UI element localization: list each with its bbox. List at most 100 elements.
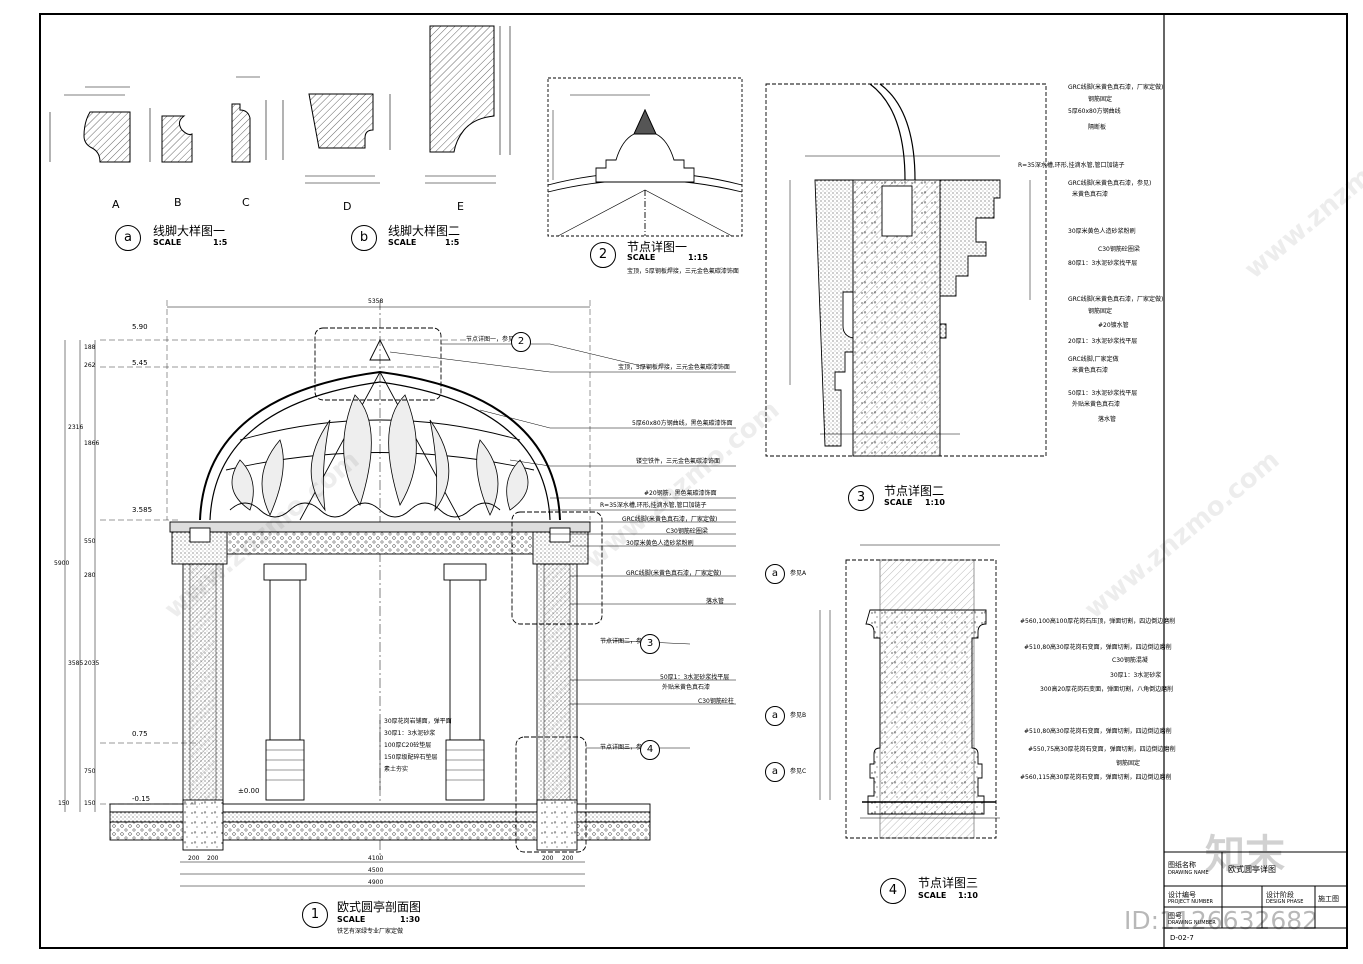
drawing-no: D-02-7 bbox=[1170, 934, 1194, 942]
scale-label: SCALE bbox=[884, 498, 913, 507]
node2-title: 节点详图二 bbox=[884, 484, 945, 498]
note: 镂空铁件，三元金色氟碳漆饰面 bbox=[636, 458, 721, 465]
node2-drawing bbox=[765, 83, 1047, 457]
detail-marker-a: a bbox=[115, 225, 141, 251]
dim-label: 262 bbox=[84, 362, 96, 369]
note: #20钢筋，黑色氟碳漆饰面 bbox=[644, 490, 717, 497]
drawing-no-label: 图号 bbox=[1168, 912, 1182, 920]
dim-label: 150 bbox=[58, 800, 70, 807]
note: C30钢筋混凝 bbox=[1112, 657, 1148, 664]
ref-label: 参见A bbox=[790, 570, 807, 577]
note: GRC线脚(米黄色真石漆，参见) bbox=[1068, 180, 1152, 187]
note: 30厚1：3水泥砂浆 bbox=[1110, 672, 1162, 679]
note: 30厚米黄色人造砂浆粉刷 bbox=[626, 540, 694, 547]
scale-ratio: 1:10 bbox=[925, 498, 945, 507]
ref-marker-a: a bbox=[765, 706, 785, 726]
node3-marker: 4 bbox=[880, 878, 906, 904]
scale-ratio: 1:15 bbox=[688, 253, 708, 262]
dim-label: 2316 bbox=[68, 424, 84, 431]
dim-label: 3585 bbox=[68, 660, 84, 667]
note: 节点详图一，参见 bbox=[466, 336, 515, 343]
dim-label: 2035 bbox=[84, 660, 100, 667]
detail-title-a: 线脚大样图一 bbox=[153, 224, 226, 238]
dim-label: 280 bbox=[84, 572, 96, 579]
phase-en: DESIGN PHASE bbox=[1266, 899, 1304, 905]
note: R=35深水槽,环形,挂滴水管,管口加链子 bbox=[600, 502, 707, 509]
note: 外贴米黄色真石漆 bbox=[1072, 401, 1121, 408]
detail-marker-b: b bbox=[351, 225, 377, 251]
drawing-no-en: DRAWING NUMBER bbox=[1168, 920, 1216, 926]
note: 落水管 bbox=[706, 598, 725, 605]
level-mark: -0.15 bbox=[132, 795, 151, 803]
ref-marker-a: a bbox=[765, 564, 785, 584]
ref-marker-4: 4 bbox=[640, 740, 660, 760]
note: 宝顶，5厚钢板焊接，三元金色氟碳漆饰面 bbox=[618, 364, 730, 371]
note: #560,100高100厚花岗石压顶，弹面切割，四边倒边磨削 bbox=[1020, 618, 1176, 625]
note: 钢筋固定 bbox=[1088, 96, 1113, 103]
level-mark: 3.585 bbox=[132, 506, 153, 514]
level-mark: 0.75 bbox=[132, 730, 148, 738]
note: 50厚1：3水泥砂浆找平层 bbox=[1068, 390, 1138, 397]
note: 80厚1：3水泥砂浆找平层 bbox=[1068, 260, 1138, 267]
scale-ratio: 1:5 bbox=[445, 238, 460, 247]
watermark-brand: 知末 bbox=[1205, 832, 1285, 878]
node3-title: 节点详图三 bbox=[918, 876, 979, 890]
note: GRC线脚(米黄色真石漆，厂家定做) bbox=[1068, 84, 1164, 91]
note: R=35深水槽,环形,挂滴水管,管口加链子 bbox=[1018, 162, 1125, 169]
note: 5厚60x80方钢曲线 bbox=[1068, 108, 1121, 115]
node3-drawing bbox=[819, 544, 1000, 839]
floor-note: 30厚1：3水泥砂浆 bbox=[384, 730, 436, 737]
ref-marker-2: 2 bbox=[511, 332, 531, 352]
dim-label: 1866 bbox=[84, 440, 100, 447]
note: #560,115高30厚花岗石变面，弹面切割，四边倒边磨削 bbox=[1020, 774, 1172, 781]
drawing-name: 欧式圆亭详图 bbox=[1228, 865, 1276, 874]
note: 落水管 bbox=[1098, 416, 1117, 423]
section-note: 铁艺有深绿专业厂家定做 bbox=[337, 928, 404, 935]
pavilion-section bbox=[64, 300, 736, 887]
note: 节点详图二，参见 bbox=[600, 638, 649, 645]
drawing-name-label: 图纸名称 bbox=[1168, 861, 1196, 869]
node1-title: 节点详图一 bbox=[627, 240, 688, 254]
detail-title-b: 线脚大样图二 bbox=[388, 224, 461, 238]
dim-label: 550 bbox=[84, 538, 96, 545]
note: 米黄色真石漆 bbox=[1072, 191, 1109, 198]
scale-ratio: 1:5 bbox=[213, 238, 228, 247]
profile-letter: A bbox=[112, 198, 120, 211]
note: C30钢筋砼圈梁 bbox=[1098, 246, 1140, 253]
molding-profiles bbox=[83, 25, 495, 163]
note: 外贴米黄色真石漆 bbox=[662, 684, 711, 691]
note: GRC线脚(米黄色真石漆，厂家定做) bbox=[1068, 296, 1164, 303]
scale-label: SCALE bbox=[918, 891, 947, 900]
floor-note: 150厚级配碎石垫层 bbox=[384, 754, 438, 761]
note: #20镀水管 bbox=[1098, 322, 1129, 329]
note: 300高20厚花岗石变面，弹面切割，八角倒边磨削 bbox=[1040, 686, 1174, 693]
dim-label: 750 bbox=[84, 768, 96, 775]
note: 钢筋固定 bbox=[1116, 760, 1141, 767]
note: C30钢筋砼圈梁 bbox=[666, 528, 708, 535]
node1-drawing bbox=[547, 77, 743, 237]
node2-marker: 3 bbox=[848, 485, 874, 511]
dim-label: 200 bbox=[207, 855, 219, 862]
note: C30钢筋砼柱 bbox=[698, 698, 734, 705]
dim-label: 5358 bbox=[368, 298, 384, 305]
scale-label: SCALE bbox=[337, 915, 366, 924]
profile-letter: C bbox=[242, 196, 250, 209]
level-mark: ±0.00 bbox=[238, 787, 260, 795]
dim-label: 4900 bbox=[368, 879, 384, 886]
project-no-en: PROJECT NUMBER bbox=[1168, 899, 1213, 905]
ref-label: 参见C bbox=[790, 768, 807, 775]
profile-letter: B bbox=[174, 196, 182, 209]
note: 米黄色真石漆 bbox=[1072, 367, 1109, 374]
note: 钢筋固定 bbox=[1088, 308, 1113, 315]
note: 20厚1：3水泥砂浆找平层 bbox=[1068, 338, 1138, 345]
scale-label: SCALE bbox=[388, 238, 417, 247]
scale-label: SCALE bbox=[627, 253, 656, 262]
scale-ratio: 1:30 bbox=[400, 915, 420, 924]
scale-ratio: 1:10 bbox=[958, 891, 978, 900]
profile-letter: D bbox=[343, 200, 352, 213]
dim-label: 150 bbox=[84, 800, 96, 807]
dim-label: 200 bbox=[562, 855, 574, 862]
dim-label: 188 bbox=[84, 344, 96, 351]
node1-note: 宝顶，5厚钢板焊接，三元金色氟碳漆饰面 bbox=[627, 268, 739, 275]
